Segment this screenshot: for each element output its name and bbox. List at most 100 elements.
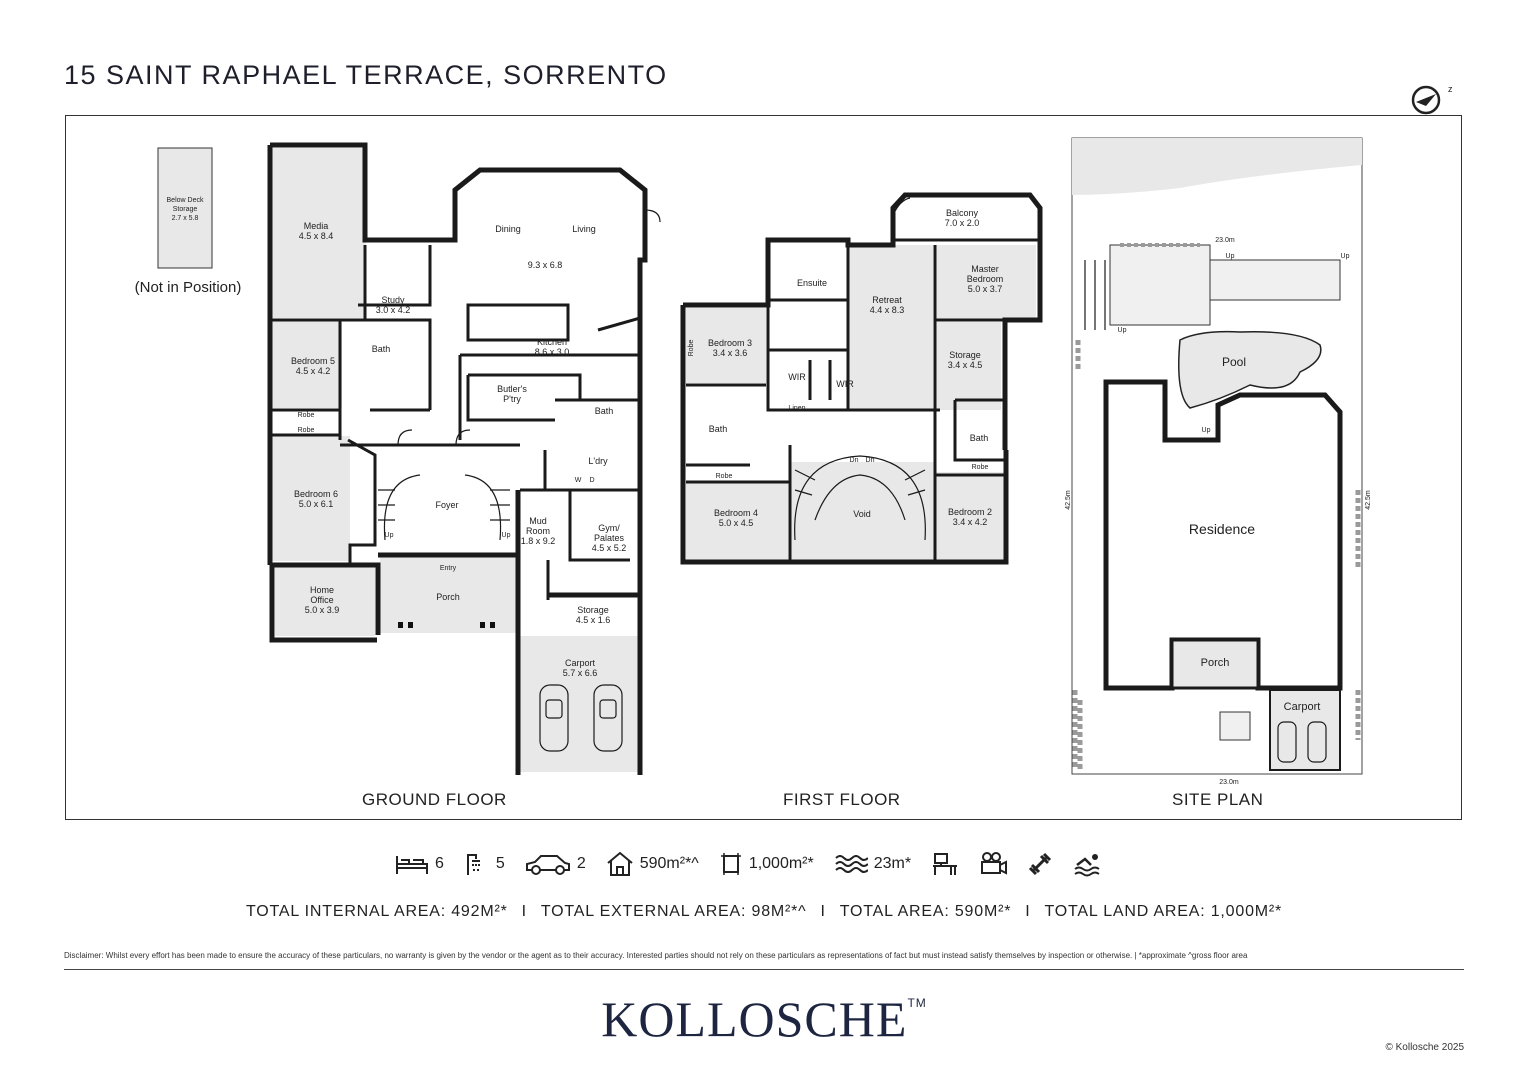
room-bedroom3-dims: 3.4 x 3.6 <box>713 348 748 358</box>
stat-cars: 2 <box>525 852 586 876</box>
ground-floor-label: GROUND FLOOR <box>362 790 507 809</box>
copyright-text: © Kollosche 2025 <box>1385 1042 1464 1053</box>
stat-gym <box>1027 851 1053 877</box>
stat-floor-area: 590m²*^ <box>606 851 699 877</box>
disclaimer-text: Disclaimer: Whilst every effort has been… <box>64 951 1248 960</box>
swimmer-icon <box>1074 854 1100 877</box>
site-dim-top: 23.0m <box>1215 237 1235 244</box>
divider <box>64 969 1464 970</box>
room-bedroom2-dims: 3.4 x 4.2 <box>953 517 988 527</box>
room-ensuite: Ensuite <box>797 278 827 288</box>
room-entry: Entry <box>440 565 457 572</box>
room-carport-dims: 5.7 x 6.6 <box>563 668 598 678</box>
room-master-sub: Bedroom <box>967 274 1004 284</box>
room-media-dims: 4.5 x 8.4 <box>299 231 334 241</box>
room-gym-dims: 4.5 x 5.2 <box>592 543 627 553</box>
room-bath1: Bath <box>372 344 391 354</box>
room-below-deck-sub: Storage <box>173 206 198 213</box>
site-carport: Carport <box>1284 701 1321 713</box>
room-below-deck-dims: 2.7 x 5.8 <box>172 215 199 222</box>
stat-pool <box>1073 851 1103 877</box>
room-foyer: Foyer <box>435 500 458 510</box>
room-bedroom5-dims: 4.5 x 4.2 <box>296 366 331 376</box>
room-bedroom6-dims: 5.0 x 6.1 <box>299 499 334 509</box>
property-stats: 6 5 2 590m²*^ 1,000m²* 23m* <box>395 848 1103 880</box>
dumbbell-icon <box>1029 852 1052 876</box>
stair-down-left: Dn <box>850 457 859 464</box>
house-icon <box>607 851 633 876</box>
first-floor-label: FIRST FLOOR <box>783 790 901 809</box>
site-dim-left: 42.5m <box>1065 490 1072 510</box>
room-living-dims: 9.3 x 6.8 <box>528 260 563 270</box>
room-storage-name: Storage <box>949 350 981 360</box>
stat-bathrooms: 5 <box>464 851 505 877</box>
room-wir1: WIR <box>788 372 806 382</box>
site-dim-right: 42.5m <box>1365 490 1372 510</box>
desk-icon <box>933 853 958 875</box>
site-up-4: Up <box>1202 427 1211 434</box>
stat-bathrooms-value: 5 <box>495 855 505 872</box>
room-master-dims: 5.0 x 3.7 <box>968 284 1003 294</box>
room-porch: Porch <box>436 592 460 602</box>
room-balcony-dims: 7.0 x 2.0 <box>945 218 980 228</box>
totals-separator: I <box>820 903 826 920</box>
area-totals: TOTAL INTERNAL AREA: 492M²* I TOTAL EXTERN… <box>0 903 1528 921</box>
room-washer: W <box>575 477 582 484</box>
room-study-name: Study <box>381 295 405 305</box>
site-plan-labels: 23.0m 23.0m 42.5m 42.5m Pool Residence P… <box>1065 237 1372 786</box>
cinema-icon <box>981 852 1008 875</box>
total-external-area: TOTAL EXTERNAL AREA: 98M²*^ <box>540 903 807 920</box>
room-mud-dims: 1.8 x 9.2 <box>521 536 556 546</box>
stat-water-frontage-value: 23m* <box>873 855 912 872</box>
room-home-office-sub: Office <box>310 595 333 605</box>
room-bath-left: Bath <box>709 424 728 434</box>
room-bath2: Bath <box>595 406 614 416</box>
site-up-2: Up <box>1341 253 1350 260</box>
compass-label: z <box>1448 84 1453 94</box>
ground-floor-labels: Below Deck Storage 2.7 x 5.8 (Not in Pos… <box>135 197 627 678</box>
room-retreat-dims: 4.4 x 8.3 <box>870 305 905 315</box>
room-bedroom2-name: Bedroom 2 <box>948 507 992 517</box>
total-land-area: TOTAL LAND AREA: 1,000M²* <box>1044 903 1283 920</box>
not-in-position-note: (Not in Position) <box>135 279 242 296</box>
north-compass-icon: z <box>1411 84 1453 115</box>
room-kitchen-name: Kitchen <box>537 337 567 347</box>
room-robe2: Robe <box>298 427 315 434</box>
room-bedroom3-name: Bedroom 3 <box>708 338 752 348</box>
stat-land-area: 1,000m²* <box>719 851 814 877</box>
site-pool: Pool <box>1222 355 1246 369</box>
brand-trademark: TM <box>907 996 927 1010</box>
room-home-office-dims: 5.0 x 3.9 <box>305 605 340 615</box>
site-porch: Porch <box>1201 657 1230 669</box>
room-living: Living <box>572 224 596 234</box>
room-linen: Linen <box>788 405 805 412</box>
stair-up-right: Up <box>502 532 511 539</box>
room-robe-vertical: Robe <box>688 340 695 357</box>
room-dining: Dining <box>495 224 521 234</box>
total-area: TOTAL AREA: 590M²* <box>839 903 1012 920</box>
room-master-name: Master <box>971 264 999 274</box>
car-icon <box>525 855 570 875</box>
room-void: Void <box>853 509 871 519</box>
stat-bedrooms-value: 6 <box>435 855 444 872</box>
brand-logo: KOLLOSCHETM <box>0 990 1528 1048</box>
room-robe-left: Robe <box>716 473 733 480</box>
room-robe1: Robe <box>298 412 315 419</box>
total-internal-area: TOTAL INTERNAL AREA: 492M²* <box>245 903 508 920</box>
room-storage-name: Storage <box>577 605 609 615</box>
shower-icon <box>466 854 480 875</box>
room-kitchen-dims: 8.6 x 3.0 <box>535 347 570 357</box>
room-balcony-name: Balcony <box>946 208 979 218</box>
room-butlers-name: Butler's <box>497 384 527 394</box>
room-butlers-sub: P'try <box>503 394 521 404</box>
stat-cars-value: 2 <box>576 855 586 872</box>
site-dim-bottom: 23.0m <box>1219 779 1239 786</box>
totals-separator: I <box>1025 903 1031 920</box>
site-up-1: Up <box>1226 253 1235 260</box>
site-residence: Residence <box>1189 521 1255 537</box>
stat-water-frontage: 23m* <box>834 853 911 875</box>
room-storage-dims: 3.4 x 4.5 <box>948 360 983 370</box>
room-below-deck-name: Below Deck <box>167 197 204 204</box>
site-up-3: Up <box>1118 327 1127 334</box>
first-floor-plan <box>680 192 1043 565</box>
